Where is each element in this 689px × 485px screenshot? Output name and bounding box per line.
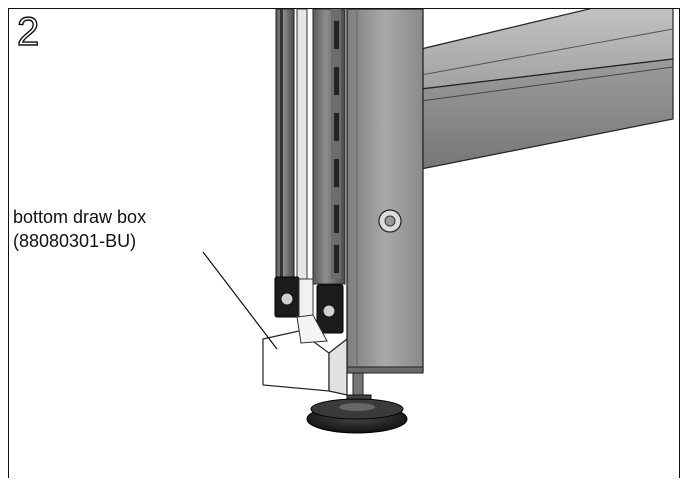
bottom-draw-box [262,314,348,396]
step-number: 2 [16,10,40,54]
right-clip [316,284,344,334]
horizontal-beam [420,9,674,170]
instruction-panel: 2 bottom draw box (88080301-BU) [8,8,680,478]
callout-label-name: bottom draw box [13,207,147,227]
leveling-foot [306,372,408,434]
rear-rail [275,9,308,290]
main-post [346,9,424,374]
callout-leader-line [202,251,278,350]
callout-label-part-number: (88080301-BU) [13,231,137,251]
left-clip [274,276,300,318]
slotted-upright [312,9,346,285]
assembly-illustration [202,9,674,434]
